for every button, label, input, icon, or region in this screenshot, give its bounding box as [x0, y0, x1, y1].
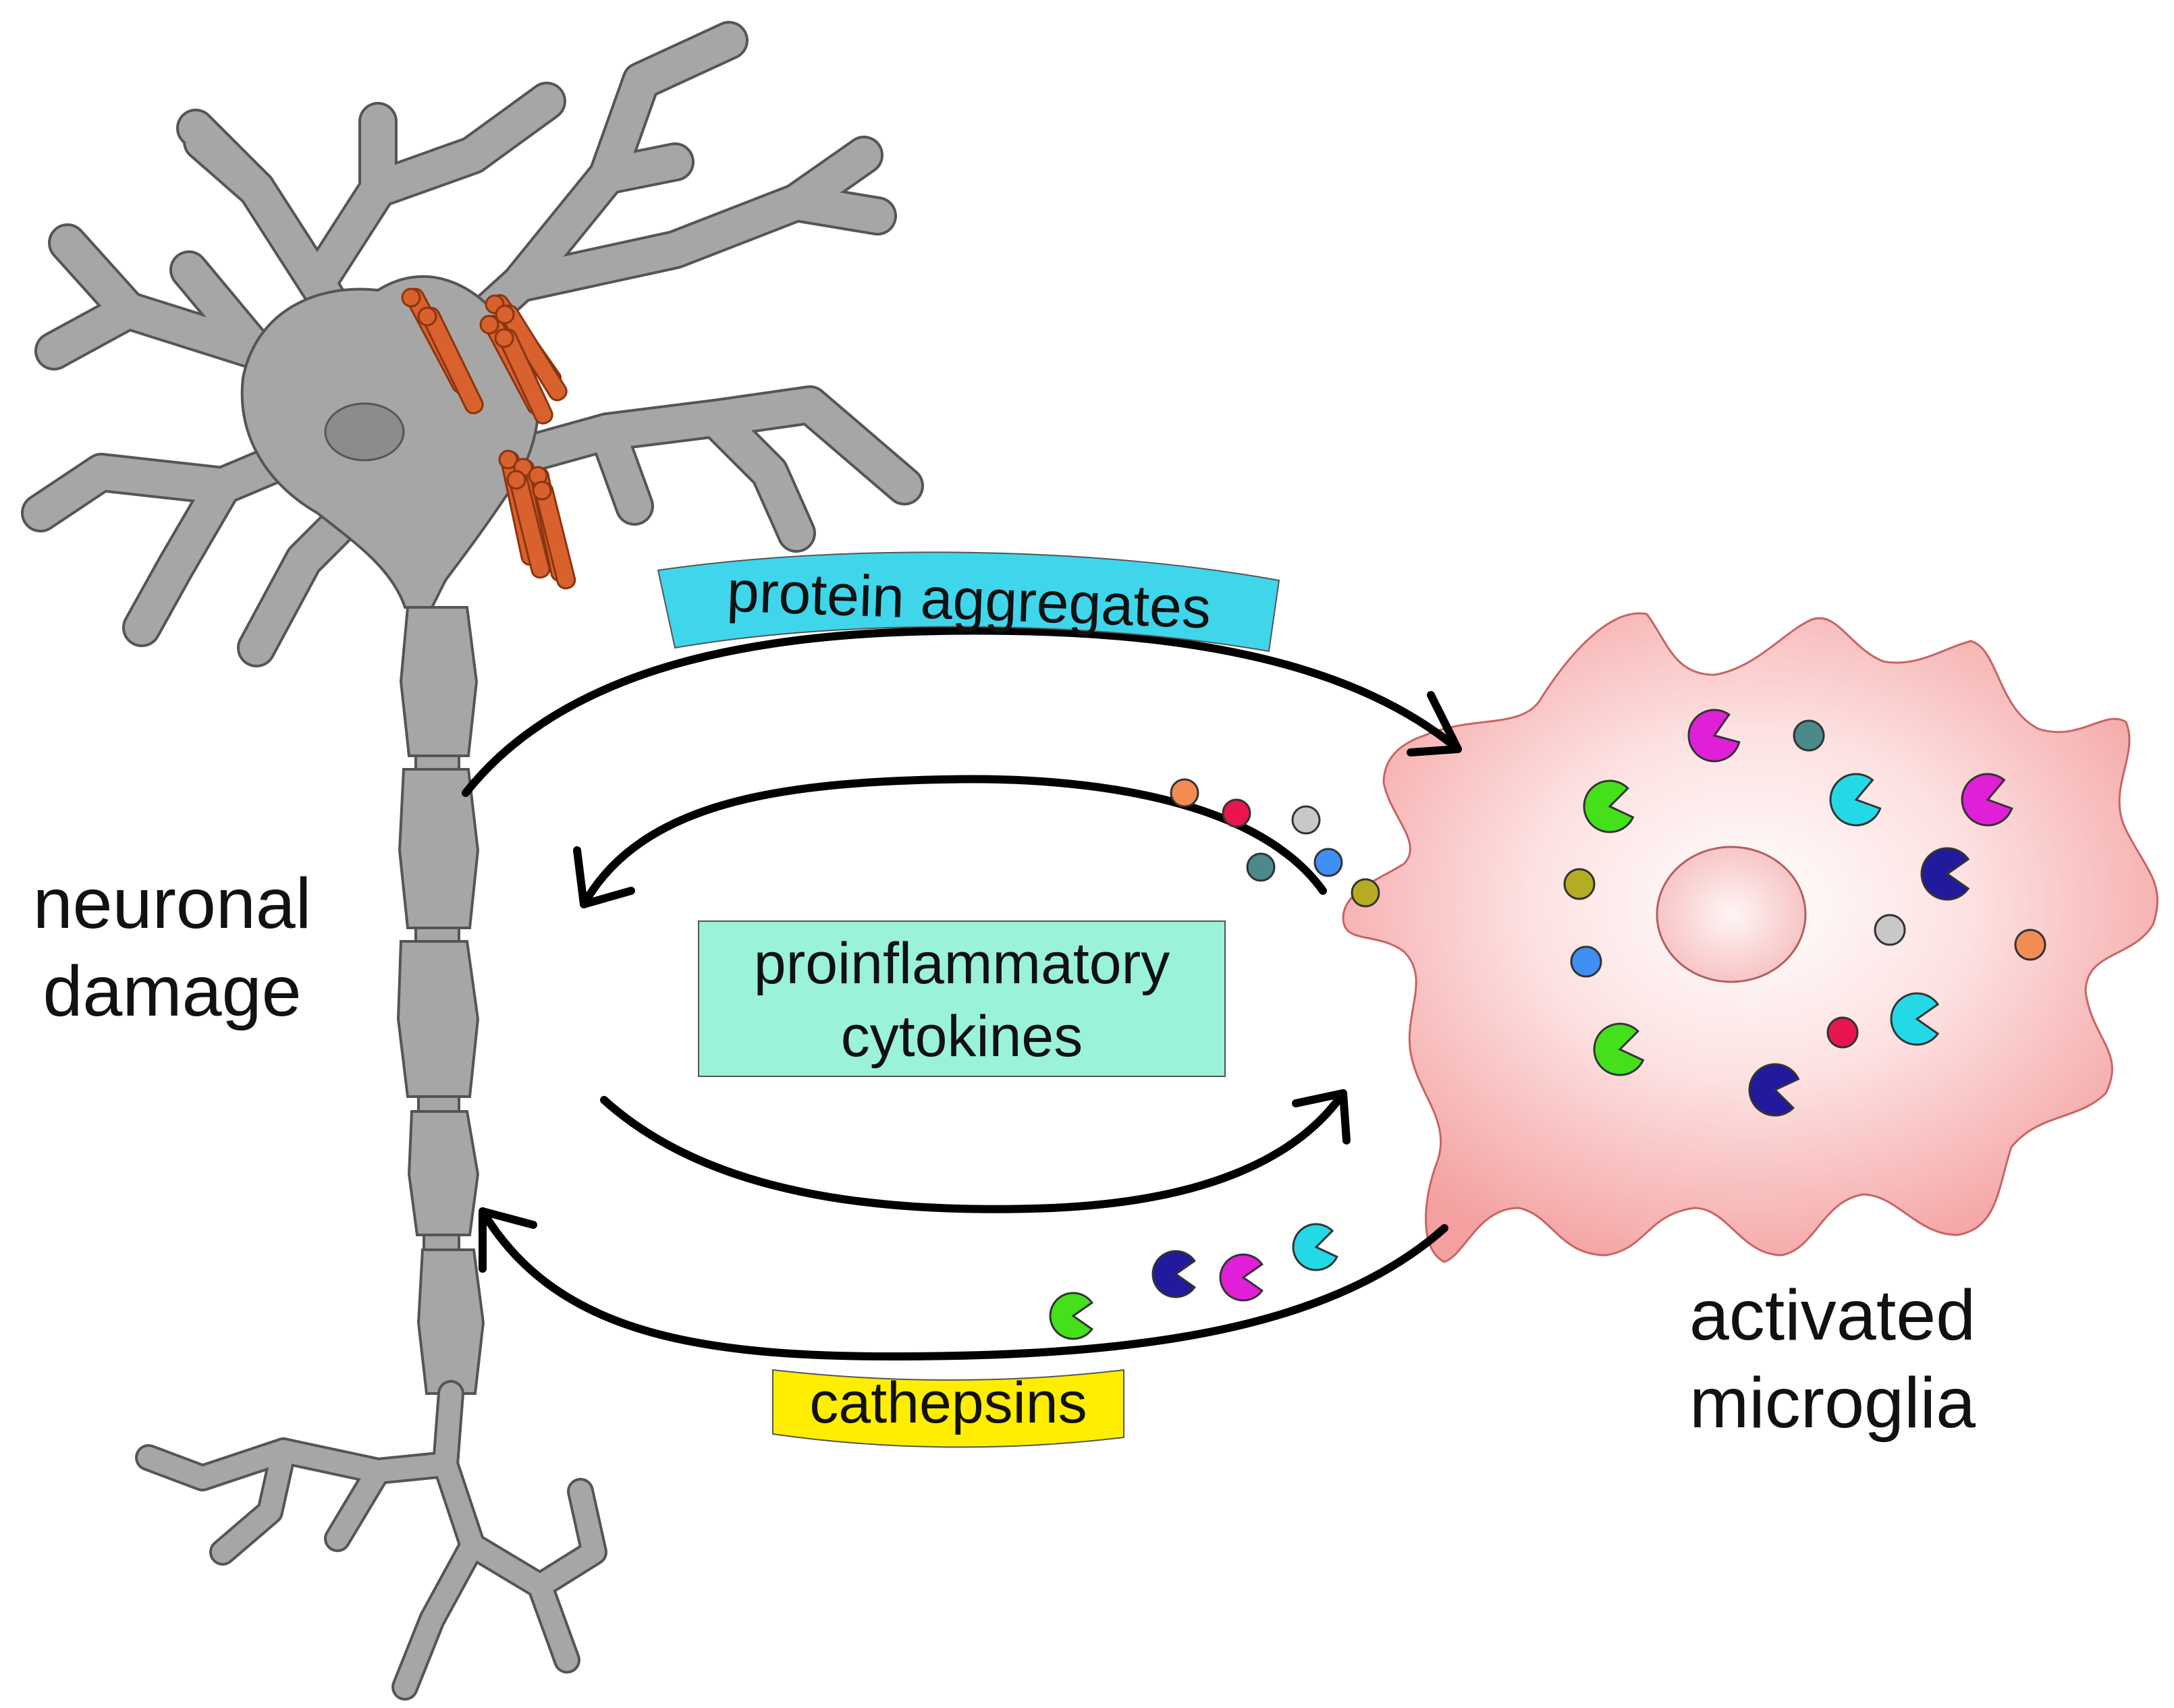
- neuron-nucleus: [324, 402, 405, 462]
- microglia-nucleus: [1656, 846, 1807, 983]
- microglia: [1342, 612, 2158, 1263]
- fibril-bundle-2: [479, 294, 568, 424]
- microglia-particles: [1563, 709, 2046, 1117]
- protein-aggregate-fibrils: [401, 287, 576, 590]
- neuronal-damage-line2: damage: [43, 952, 301, 1031]
- arrowhead-protein-aggregates: [1407, 691, 1462, 756]
- axon-terminals: [135, 1380, 607, 1701]
- fibril-bundle-1: [401, 287, 484, 414]
- cytokine-icon: [1351, 878, 1380, 908]
- cytokines-text-line2: cytokines: [841, 1004, 1083, 1069]
- cathepsin-icon: [1748, 1063, 1800, 1117]
- neuronal-damage-line1: neuronal: [33, 864, 312, 943]
- cytokine-icon: [2014, 929, 2046, 961]
- cytokine-icon: [1170, 778, 1199, 808]
- arrow-protein-aggregates: [462, 626, 1462, 797]
- cathepsin-icon: [1049, 1292, 1093, 1340]
- protein-aggregates-banner: [657, 551, 1280, 653]
- cathepsin-icon: [1890, 992, 1940, 1046]
- cytokine-icon: [1874, 914, 1906, 946]
- cytokines-text-line1: proinflammatory: [754, 931, 1170, 996]
- cathepsin-icon: [1593, 1022, 1645, 1076]
- cytokine-icon: [1793, 719, 1825, 752]
- neuron: [21, 21, 924, 1701]
- cathepsin-icon: [1219, 1253, 1263, 1302]
- arrow-cytokines-to-neuron: [580, 775, 1327, 908]
- axon: [396, 606, 485, 1395]
- cathepsins-label: cathepsins: [772, 1369, 1124, 1448]
- arrows: [462, 626, 1462, 1360]
- cathepsin-icon: [1920, 847, 1970, 901]
- activated-microglia-line1: activated: [1689, 1275, 1976, 1355]
- cytokines-box: [698, 920, 1226, 1077]
- cathepsin-icon: [1961, 773, 2013, 827]
- protein-aggregates-label: protein aggregates: [657, 551, 1280, 653]
- arrowhead-cytokines-to-microglia: [1292, 1089, 1351, 1145]
- cathepsin-icon: [1583, 779, 1635, 833]
- arrowhead-cathepsins: [479, 1207, 537, 1273]
- arrowhead-cytokines-to-neuron: [573, 846, 635, 908]
- released-cytokines: [1170, 778, 1380, 908]
- cathepsin-icon: [1687, 709, 1741, 763]
- arrow-cytokines-to-microglia: [600, 1089, 1347, 1213]
- fibril-bundle-3: [498, 449, 576, 590]
- cytokine-icon: [1570, 945, 1602, 978]
- cytokine-icon: [1222, 798, 1251, 828]
- activated-microglia-line2: microglia: [1689, 1363, 1976, 1443]
- arrow-cathepsins: [479, 1207, 1448, 1360]
- cytokine-icon: [1313, 848, 1343, 877]
- cathepsin-icon: [1292, 1223, 1338, 1271]
- cytokines-label: proinflammatory cytokines: [698, 920, 1226, 1077]
- cytokine-icon: [1563, 868, 1596, 900]
- cathepsins-text: cathepsins: [809, 1371, 1087, 1435]
- cathepsins-banner: [772, 1369, 1124, 1448]
- released-cathepsins: [1049, 1223, 1338, 1340]
- cytokine-icon: [1246, 852, 1276, 882]
- cathepsin-icon: [1151, 1250, 1196, 1298]
- cathepsin-icon: [1829, 773, 1882, 827]
- cytokine-icon: [1291, 805, 1321, 835]
- cytokine-icon: [1826, 1016, 1859, 1049]
